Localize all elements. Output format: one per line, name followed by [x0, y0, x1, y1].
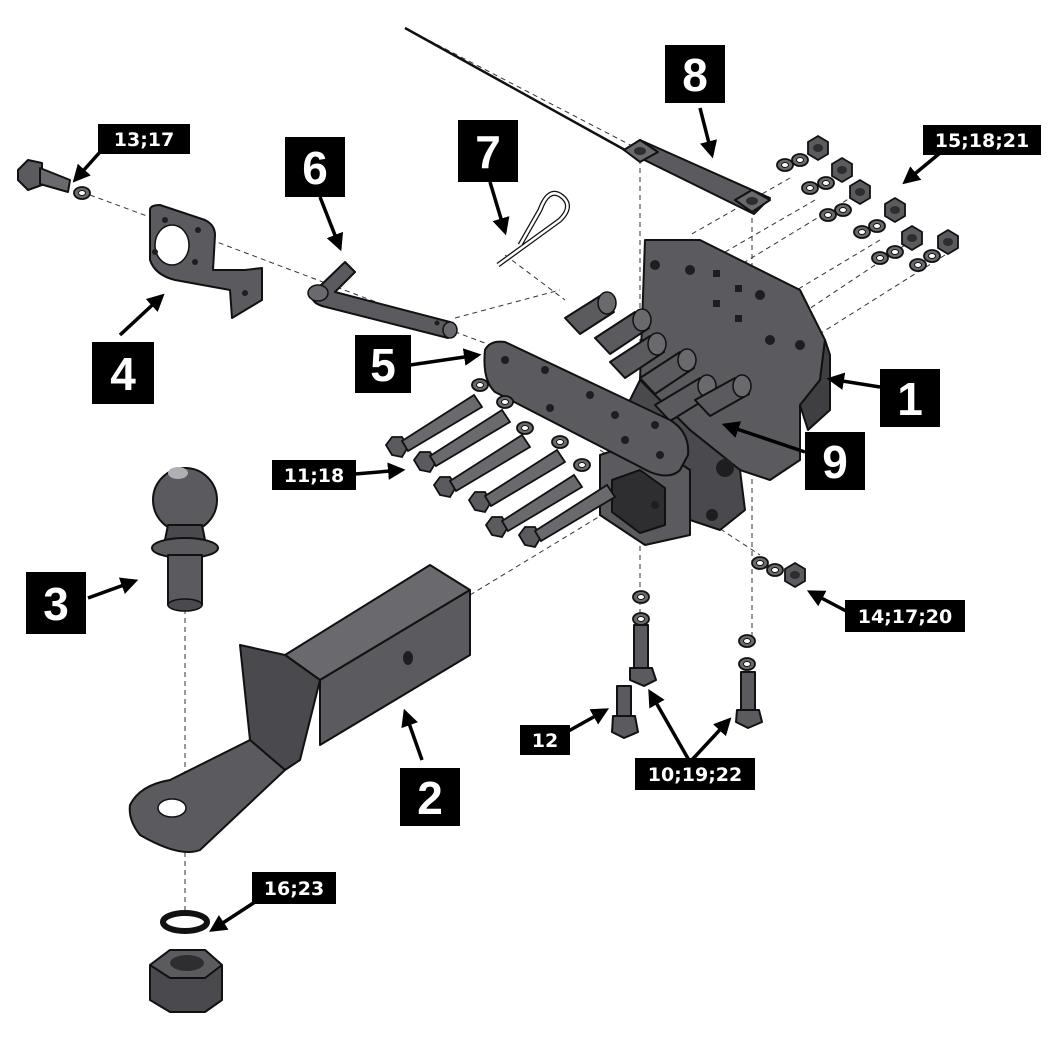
callout-4: 4: [92, 342, 154, 404]
callout-6: 6: [285, 137, 345, 197]
svg-text:10;19;22: 10;19;22: [648, 764, 743, 786]
callout-13-17: 13;17: [98, 124, 190, 154]
callout-16-23: 16;23: [252, 872, 336, 904]
r-clip: [496, 190, 570, 268]
svg-text:1: 1: [897, 373, 923, 425]
socket-bracket: [149, 204, 263, 319]
svg-text:13;17: 13;17: [114, 129, 174, 151]
callout-labels: 1 2 3 4 5 6 7 8: [26, 45, 1041, 904]
lower-bolts-and-nuts: [611, 556, 806, 739]
callout-12: 12: [520, 725, 570, 755]
tow-ball: [151, 467, 219, 612]
callout-2: 2: [400, 768, 460, 826]
callout-15-18-21: 15;18;21: [923, 125, 1041, 155]
svg-text:14;17;20: 14;17;20: [858, 606, 953, 628]
svg-text:4: 4: [110, 348, 136, 400]
strap-with-wire: [404, 26, 771, 215]
svg-text:9: 9: [822, 436, 848, 488]
callout-1: 1: [880, 369, 940, 427]
callout-11-18: 11;18: [272, 460, 356, 490]
callout-9: 9: [805, 432, 865, 490]
callout-8: 8: [665, 45, 725, 103]
callout-10-19-22: 10;19;22: [635, 758, 755, 790]
callout-5: 5: [355, 335, 411, 393]
svg-text:2: 2: [417, 772, 443, 824]
small-bolt: [17, 159, 91, 200]
svg-text:8: 8: [682, 49, 708, 101]
hitch-pin: [307, 261, 458, 339]
svg-text:15;18;21: 15;18;21: [935, 130, 1030, 152]
svg-text:5: 5: [370, 339, 396, 391]
pointer-arrows: [72, 107, 942, 932]
upper-nuts-and-washers: [776, 135, 959, 272]
mounting-plate: [483, 340, 690, 477]
svg-text:3: 3: [43, 578, 69, 630]
svg-text:6: 6: [302, 142, 328, 194]
ball-nut-and-washer: [149, 910, 223, 1013]
ball-mount-drawbar: [128, 564, 471, 854]
svg-text:7: 7: [475, 126, 501, 178]
svg-text:12: 12: [532, 730, 558, 752]
callout-14-17-20: 14;17;20: [845, 600, 965, 632]
svg-text:16;23: 16;23: [264, 878, 324, 900]
spacer-tubes: [564, 291, 752, 422]
callout-7: 7: [458, 120, 518, 182]
svg-text:11;18: 11;18: [284, 465, 344, 487]
callout-3: 3: [26, 572, 86, 634]
